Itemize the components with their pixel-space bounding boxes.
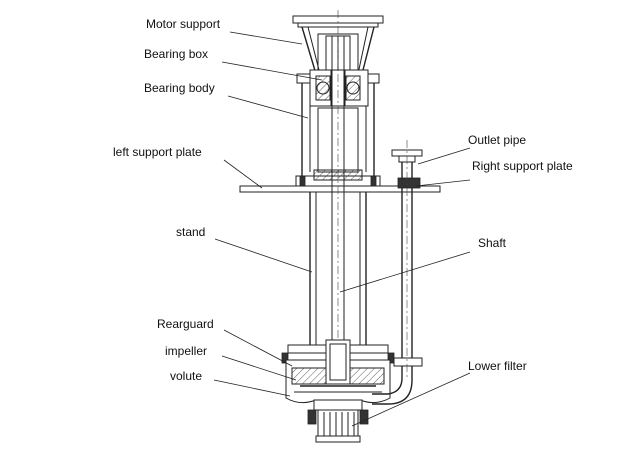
label-volute: volute [170,369,202,383]
label-bearing-box: Bearing box [144,47,208,61]
label-outlet-pipe: Outlet pipe [468,133,526,147]
label-bearing-body: Bearing body [144,81,215,95]
label-stand: stand [176,225,205,239]
stand-shape [309,192,367,345]
label-motor-support: Motor support [146,17,221,31]
label-shaft: Shaft [478,236,507,250]
label-rearguard: Rearguard [157,317,214,331]
label-right-support-plate: Right support plate [472,159,573,173]
leader-lines [213,31,471,427]
casing-shape [281,339,395,404]
label-left-support-plate: left support plate [113,145,202,159]
lower-filter-shape [307,399,369,443]
outlet-pipe-shape [372,140,423,405]
label-lower-filter: Lower filter [468,359,527,373]
label-impeller: impeller [165,344,207,358]
